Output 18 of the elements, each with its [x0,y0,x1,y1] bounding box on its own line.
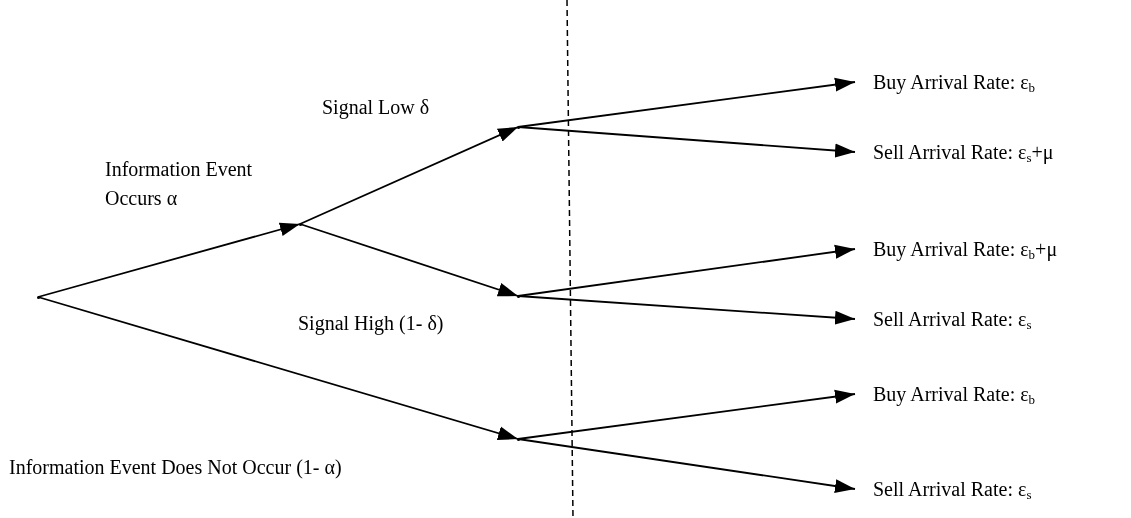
outcome-label: Buy Arrival Rate: ε$_{b}$ [855,70,1036,94]
branch-point [516,125,520,129]
arrow [517,126,856,158]
outcome-label: Buy Arrival Rate: ε$_{b}$+μ [855,237,1058,261]
arrow [299,223,519,297]
arrow [37,222,301,298]
branch-point [516,437,520,441]
arrow [37,296,519,441]
branch-point [298,222,302,226]
outcome-label: Sell Arrival Rate: ε$_{s}$+μ [855,140,1054,164]
arrow [517,438,856,493]
arrow [299,126,519,225]
outcome-label: Buy Arrival Rate: ε$_{b}$ [855,382,1036,406]
branch-point [36,295,40,299]
outcome-label: Sell Arrival Rate: ε$_{s}$ [855,477,1032,501]
branch-point [516,294,520,298]
arrow [517,295,856,325]
outcome-label: Sell Arrival Rate: ε$_{s}$ [855,307,1032,331]
